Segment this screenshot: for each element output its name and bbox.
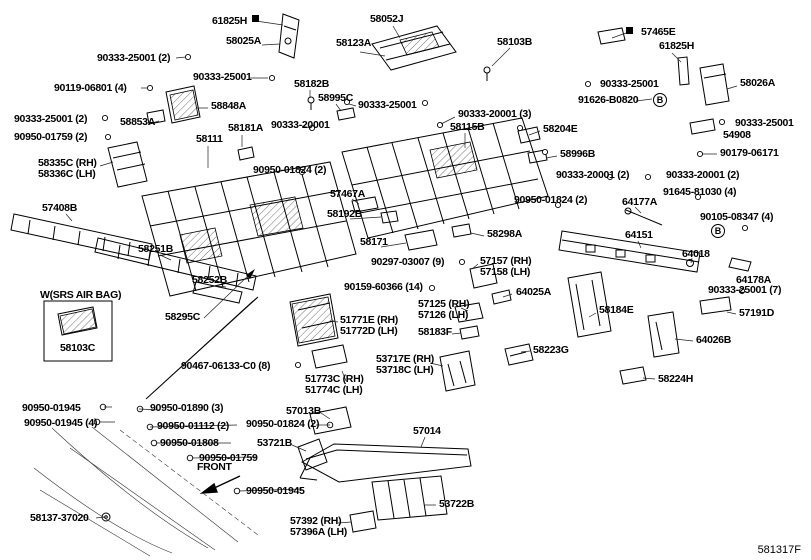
part-label: 64026B: [696, 334, 731, 346]
part-label: 53721B: [257, 437, 292, 449]
part-label: 90333-25001: [358, 99, 417, 111]
part-label: 90333-20001 (3): [458, 108, 532, 120]
part-label: 90159-60366 (14): [344, 281, 423, 293]
part-label: 91626-B0820: [578, 94, 639, 106]
part-label: 90950-01824 (2): [246, 418, 320, 430]
part-label: 57126 (LH): [418, 309, 469, 321]
part-label: 57125 (RH): [418, 298, 470, 310]
part-label: 51774C (LH): [305, 384, 363, 396]
part-label: 90467-06133-C0 (8): [181, 360, 271, 372]
part-label: 53718C (LH): [376, 364, 434, 376]
part-label: 58995C: [318, 92, 353, 104]
part-label: 90179-06171: [720, 147, 779, 159]
part-label: 90333-25001: [735, 117, 794, 129]
part-label: 90333-25001 (7): [708, 284, 782, 296]
part-label: W(SRS AIR BAG): [40, 289, 122, 301]
part-label: 58336C (LH): [38, 168, 96, 180]
part-label: 58123A: [336, 37, 371, 49]
part-label: 57465E: [641, 26, 676, 38]
part-label: 64018: [682, 248, 710, 260]
part-label: 90950-01890 (3): [150, 402, 224, 414]
part-label: 90950-01824 (2): [514, 194, 588, 206]
part-label: 64151: [625, 229, 653, 241]
part-label: 90333-20001 (2): [666, 169, 740, 181]
part-label: 57158 (LH): [480, 266, 531, 278]
part-label: 57014: [413, 425, 441, 437]
part-label: 57408B: [42, 202, 77, 214]
part-label: 90950-01945: [22, 402, 81, 414]
part-label: 57467A: [330, 188, 365, 200]
part-label: 58251B: [138, 243, 173, 255]
part-label: 58137-37020: [30, 512, 89, 524]
part-label: 53722B: [439, 498, 474, 510]
circled-letter-icon: B: [653, 93, 667, 107]
part-label: 58115B: [450, 121, 485, 133]
part-label: 58223G: [533, 344, 569, 356]
part-label: 58192B: [327, 208, 362, 220]
part-label: 90950-01808: [160, 437, 219, 449]
part-label: 57157 (RH): [480, 255, 532, 267]
part-label: 58252B: [192, 274, 227, 286]
part-label: 64177A: [622, 196, 657, 208]
circled-letter-icon: B: [711, 224, 725, 238]
part-label: 58848A: [211, 100, 246, 112]
part-label: 57191D: [739, 307, 774, 319]
drawing-number: 581317F: [757, 544, 801, 556]
part-label: 58025A: [226, 35, 261, 47]
part-label: 58181A: [228, 122, 263, 134]
part-label: 58103B: [497, 36, 532, 48]
part-label: 58224H: [658, 373, 693, 385]
part-label: 91645-81030 (4): [663, 186, 737, 198]
part-label: 90333-25001 (2): [97, 52, 171, 64]
square-marker-icon: [626, 27, 633, 34]
part-label: FRONT: [197, 461, 232, 473]
part-label: 90119-06801 (4): [54, 82, 127, 94]
part-label: 53717E (RH): [376, 353, 434, 365]
part-label: 90950-01112 (2): [157, 420, 229, 432]
part-label: 58171: [360, 236, 388, 248]
part-label: 58184E: [599, 304, 634, 316]
part-label: 58026A: [740, 77, 775, 89]
part-label: 58204E: [543, 123, 578, 135]
part-label: 61825H: [212, 15, 247, 27]
part-label: 51772D (LH): [340, 325, 398, 337]
part-label: 58183F: [418, 326, 452, 338]
part-label: 90105-08347 (4): [700, 211, 774, 223]
part-label: 57013B: [286, 405, 321, 417]
part-label: 58182B: [294, 78, 329, 90]
part-label: 90950-01945: [246, 485, 305, 497]
part-label: 90297-03007 (9): [371, 256, 445, 268]
part-label: 54908: [723, 129, 751, 141]
part-label: 58103C: [60, 342, 95, 354]
part-label: 51771E (RH): [340, 314, 398, 326]
part-label: 90950-01945 (4): [24, 417, 98, 429]
part-label: 90333-20001 (2): [556, 169, 630, 181]
part-label: 57396A (LH): [290, 526, 347, 538]
part-label: 58111: [196, 133, 223, 145]
part-label: 51773C (RH): [305, 373, 364, 385]
part-label: 58335C (RH): [38, 157, 97, 169]
part-label: 61825H: [659, 40, 694, 52]
part-label: 90950-01824 (2): [253, 164, 327, 176]
part-label: 90333-25001: [193, 71, 252, 83]
part-label: 58996B: [560, 148, 595, 160]
part-label: 58298A: [487, 228, 522, 240]
part-label: 90333-25001: [600, 78, 659, 90]
part-label: 90333-20001: [271, 119, 330, 131]
part-label: 58295C: [165, 311, 200, 323]
part-label: 90333-25001 (2): [14, 113, 88, 125]
part-label: 58052J: [370, 13, 404, 25]
part-label: 64025A: [516, 286, 551, 298]
part-label: 64178A: [736, 274, 771, 286]
part-label: 90950-01759 (2): [14, 131, 88, 143]
part-label: 90950-01759: [199, 452, 258, 464]
part-label: 58853A: [120, 116, 155, 128]
part-label: 57392 (RH): [290, 515, 342, 527]
square-marker-icon: [252, 15, 259, 22]
